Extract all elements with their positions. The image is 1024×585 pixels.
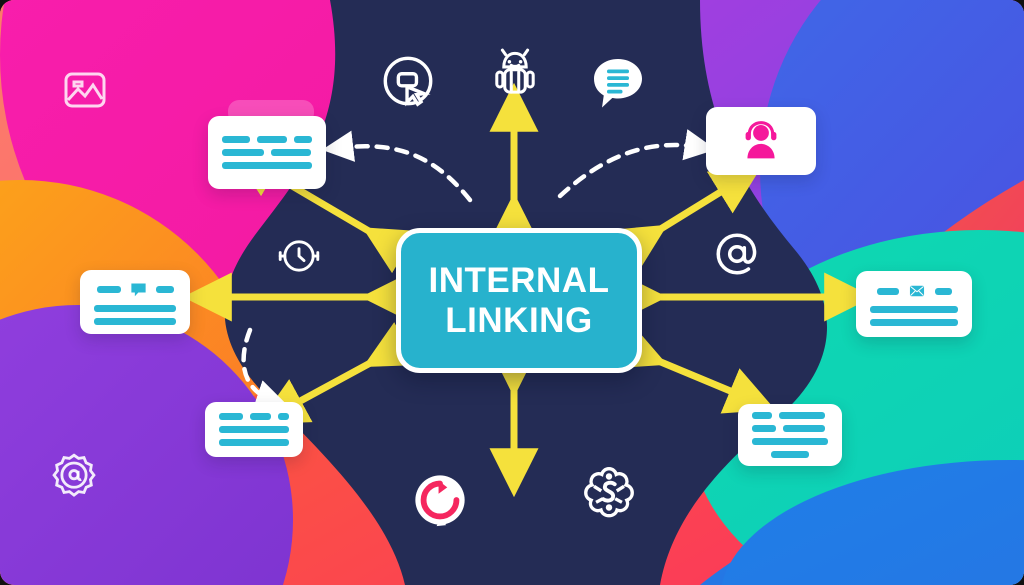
center-node-line1: INTERNAL <box>428 261 610 301</box>
text-bar <box>783 425 825 432</box>
card-line-row <box>219 439 289 446</box>
text-bar <box>870 306 958 313</box>
card-top-left[interactable] <box>208 116 326 189</box>
card-bottom-right[interactable] <box>738 404 842 466</box>
card-left-chat[interactable] <box>80 270 190 334</box>
center-node[interactable]: INTERNAL LINKING <box>396 228 642 373</box>
card-line-row <box>222 149 312 156</box>
text-bar <box>752 425 776 432</box>
chat-pointer-icon <box>379 52 437 110</box>
text-bar <box>294 136 312 143</box>
card-line-row <box>94 304 176 312</box>
speech-bubble-lines-icon <box>588 52 648 114</box>
arrow-up-right <box>612 166 762 272</box>
text-bar <box>271 149 311 156</box>
card-line-row <box>870 306 958 313</box>
text-bar <box>250 413 271 420</box>
text-bar <box>752 412 772 419</box>
card-bottom-left[interactable] <box>205 402 303 457</box>
refresh-circle-icon <box>411 470 469 530</box>
card-line-row <box>752 451 828 458</box>
text-bar <box>94 317 176 325</box>
card-line-row <box>219 426 289 433</box>
card-line-row <box>94 317 176 325</box>
text-bar <box>222 162 312 169</box>
dashed-arrow-bottom-left <box>241 327 288 411</box>
text-bar <box>771 451 809 458</box>
text-bar <box>96 285 121 293</box>
speech-bubble-icon <box>130 282 146 296</box>
text-bar <box>94 304 176 312</box>
clock-icon <box>276 233 322 279</box>
headset-person-icon <box>745 121 777 159</box>
card-right-mail[interactable] <box>856 271 972 337</box>
text-bar <box>257 136 288 143</box>
dashed-arrow-top-left <box>321 130 473 203</box>
card-line-row <box>752 425 828 432</box>
at-badge-icon <box>48 450 100 502</box>
card-icon-row <box>94 280 176 299</box>
card-line-row <box>752 412 828 419</box>
text-bar <box>752 438 828 445</box>
cloud-s-icon <box>578 462 640 524</box>
card-icon-row <box>870 282 958 300</box>
at-sign-icon <box>712 229 762 279</box>
robot-icon <box>487 44 543 102</box>
text-bar <box>219 426 289 433</box>
center-node-line2: LINKING <box>445 300 593 340</box>
text-bar <box>222 136 251 143</box>
text-bar <box>779 412 825 419</box>
text-bar <box>222 149 264 156</box>
text-bar <box>219 439 289 446</box>
text-bar <box>155 285 174 293</box>
card-line-row <box>222 136 312 143</box>
card-support-agent[interactable] <box>706 107 816 175</box>
card-line-row <box>222 162 312 169</box>
dashed-arrow-top-right <box>557 129 717 199</box>
text-bar <box>277 413 289 420</box>
card-line-row <box>219 413 289 420</box>
text-bar <box>219 413 244 420</box>
card-line-row <box>752 438 828 445</box>
text-bar <box>934 287 952 295</box>
text-bar <box>876 287 899 295</box>
arrow-down-right <box>612 323 776 414</box>
text-bar <box>870 319 958 326</box>
image-placeholder-icon <box>58 66 112 114</box>
card-line-row <box>870 319 958 326</box>
envelope-icon <box>909 285 924 297</box>
